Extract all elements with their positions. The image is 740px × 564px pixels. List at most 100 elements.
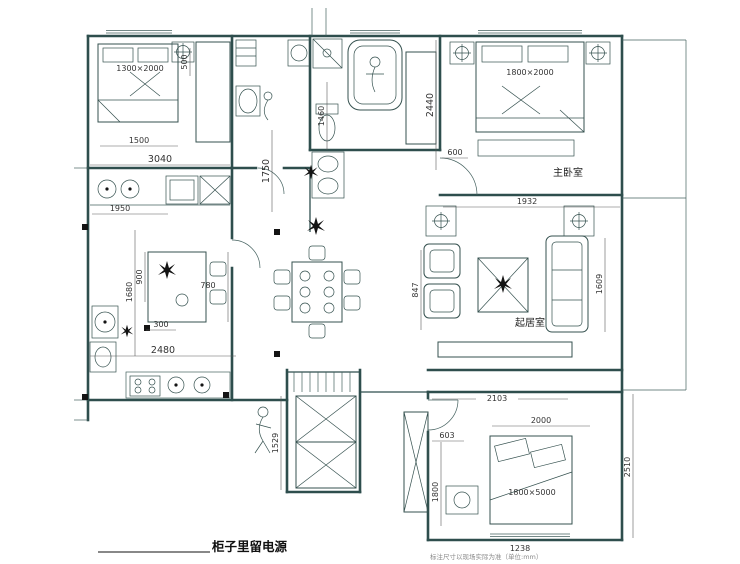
end-table	[425, 205, 457, 237]
bed	[475, 41, 585, 133]
dim-900: 900	[135, 269, 144, 284]
armchair	[423, 283, 461, 319]
dim-1238: 1238	[510, 544, 530, 553]
chair	[343, 295, 361, 311]
washbasin	[235, 85, 261, 117]
dim-1500: 1500	[129, 136, 149, 145]
nightstand	[585, 41, 611, 65]
room-label-master: 主卧室	[553, 166, 583, 179]
caption-note: 柜子里留电源	[211, 539, 288, 554]
chair	[273, 295, 291, 311]
bed-size-label: 1800×5000	[508, 488, 555, 497]
dim-3040: 3040	[148, 154, 172, 165]
stove	[129, 375, 161, 397]
bed	[489, 435, 573, 525]
person-figure	[369, 56, 381, 68]
washing-machine	[91, 305, 119, 339]
wardrobe	[403, 411, 429, 513]
dining-table	[291, 261, 343, 323]
stair-flight	[295, 441, 357, 489]
living-room: 起居室	[423, 205, 595, 358]
wardrobe	[195, 41, 231, 143]
dim-1750: 1750	[261, 159, 272, 183]
lamp-icon	[452, 43, 472, 63]
sofa	[545, 235, 589, 333]
chair	[308, 323, 326, 339]
lamp-icon	[569, 211, 589, 231]
chair	[209, 261, 227, 277]
room-label-living: 起居室	[515, 316, 545, 329]
stairs	[254, 372, 357, 489]
coffee-table	[477, 257, 529, 313]
pillow	[102, 47, 134, 63]
dim-2480: 2480	[151, 345, 175, 356]
footnote-small-text: 标注尺寸以现场实际为准（单位:mm）	[430, 552, 542, 561]
chair	[308, 245, 326, 261]
chair	[273, 269, 291, 285]
dim-1932: 1932	[517, 197, 537, 206]
island-table	[147, 251, 207, 323]
pillow	[494, 437, 530, 463]
lamp-icon	[431, 211, 451, 231]
walls	[86, 34, 624, 542]
washing-machine	[287, 39, 311, 67]
dim-1800: 1800	[431, 482, 440, 502]
bed	[97, 43, 179, 123]
burner	[167, 376, 185, 394]
armchair	[423, 243, 461, 279]
tv-cabinet	[437, 341, 573, 358]
dim-2103: 2103	[487, 394, 507, 403]
plant-icon	[120, 324, 134, 338]
bed-size-label: 1800×2000	[506, 68, 553, 77]
dim-847: 847	[411, 282, 420, 297]
sink	[89, 341, 117, 373]
annotations: 柜子里留电源 标注尺寸以现场实际为准（单位:mm）	[98, 539, 542, 561]
nightstand	[445, 485, 479, 515]
burner	[120, 179, 140, 199]
bed-size-label: 1300×2000	[116, 64, 163, 73]
dim-1460: 1460	[317, 106, 326, 126]
shower	[312, 38, 343, 69]
pillow	[530, 443, 566, 469]
pillow	[527, 45, 569, 63]
dim-1529: 1529	[271, 433, 280, 453]
bedroom-bottom-right: 1800×5000	[403, 411, 573, 525]
dim-1950: 1950	[110, 204, 130, 213]
cabinet	[199, 175, 231, 205]
master-bedroom: 1800×2000 主卧室	[449, 41, 611, 179]
door-arcs	[231, 157, 478, 431]
dim-780: 780	[200, 281, 215, 290]
dim-600: 600	[447, 148, 462, 157]
dim-300: 300	[153, 320, 168, 329]
dim-2000: 2000	[531, 416, 551, 425]
shelf	[235, 39, 257, 67]
lamp-icon	[588, 43, 608, 63]
person-figure	[263, 91, 273, 101]
dim-2440: 2440	[425, 93, 436, 117]
pillow	[481, 45, 523, 63]
fridge	[165, 175, 199, 205]
person-figure	[257, 406, 269, 418]
dimensions: 1500 3040 500 1750 1460 2440 600 1932 19…	[90, 40, 634, 553]
chair	[209, 289, 227, 305]
nightstand	[449, 41, 475, 65]
windows	[106, 30, 582, 537]
dim-2510: 2510	[623, 457, 632, 477]
bathtub	[347, 39, 403, 111]
burner	[97, 179, 117, 199]
dresser	[477, 139, 575, 157]
counter	[125, 371, 231, 399]
dim-500: 500	[180, 54, 189, 69]
dim-1609: 1609	[595, 274, 604, 294]
pillow	[137, 47, 169, 63]
column-markers	[82, 224, 280, 400]
chair	[343, 269, 361, 285]
kitchen	[89, 175, 231, 399]
dining-area	[273, 217, 361, 339]
burner	[193, 376, 211, 394]
bedroom-top-left: 1300×2000	[97, 41, 231, 143]
nightstand	[171, 41, 195, 63]
dim-1680: 1680	[125, 282, 134, 302]
